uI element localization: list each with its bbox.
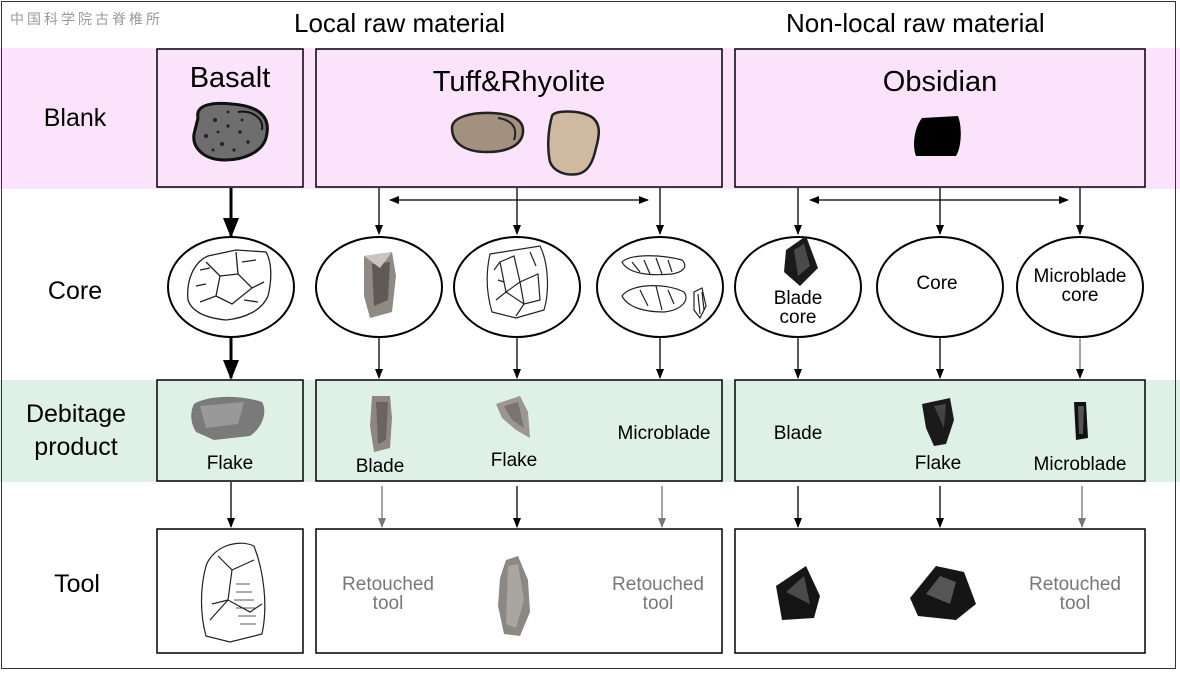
basalt-blank-box <box>156 48 304 188</box>
tuff-flake-core-drawing-icon <box>486 245 549 319</box>
nonlocal-raw-material-header: Non-local raw material <box>786 8 1045 38</box>
tool-label-tuff-retouched-2: Retouched tool <box>612 574 704 614</box>
tuff-pebble-icon <box>450 111 525 154</box>
debitage-label-tuff-blade: Blade <box>355 456 405 477</box>
basalt-flake-photo-icon <box>191 396 265 440</box>
core-ellipse-tuff-microblade <box>596 236 724 338</box>
material-title-tuff-rhyolite: Tuff&Rhyolite <box>432 66 606 98</box>
row-label-core: Core <box>47 277 103 305</box>
basalt-tool-drawing-icon <box>200 542 266 643</box>
core-label-core: Core <box>916 273 958 294</box>
tuff-blank-box <box>315 48 723 188</box>
obsidian-blade-core-photo-icon <box>784 236 818 286</box>
debitage-label-obs-flake: Flake <box>914 453 962 474</box>
row-label-blank: Blank <box>43 104 107 132</box>
basalt-core-drawing-icon <box>187 249 272 321</box>
core-label-microblade-core: Microblade core <box>1033 266 1127 306</box>
row-label-debitage: Debitage product <box>25 400 127 461</box>
core-ellipse-obs-blade <box>734 236 862 338</box>
tool-label-tuff-retouched-1: Retouched tool <box>342 574 434 614</box>
obsidian-tool-photo-1-icon <box>776 566 820 620</box>
debitage-label-tuff-flake: Flake <box>490 450 538 471</box>
debitage-label-obs-blade: Blade <box>773 423 823 444</box>
obsidian-tool-photo-2-icon <box>910 566 976 620</box>
watermark-text: 中国科学院古脊椎所 <box>10 12 163 28</box>
rhyolite-block-icon <box>547 110 601 176</box>
debitage-label-tuff-microblade: Microblade <box>617 423 711 444</box>
core-ellipse-tuff-flake <box>453 236 581 338</box>
tuff-blade-core-photo-icon <box>364 252 396 318</box>
core-ellipse-obs-core <box>876 236 1004 338</box>
material-title-basalt: Basalt <box>189 62 271 94</box>
core-ellipse-obs-microblade <box>1016 236 1144 338</box>
material-title-obsidian: Obsidian <box>882 66 998 98</box>
tuff-tool-photo-icon <box>498 556 530 636</box>
debitage-label-basalt-flake: Flake <box>206 453 254 474</box>
tool-label-obs-retouched: Retouched tool <box>1029 574 1121 614</box>
obsidian-flake-photo-icon <box>922 398 954 446</box>
debitage-label-obs-microblade: Microblade <box>1033 454 1127 475</box>
basalt-pebble-icon <box>192 101 269 162</box>
core-label-blade-core: Blade core <box>773 288 823 328</box>
tuff-flake-photo-icon <box>496 396 530 438</box>
basalt-tool-box <box>156 528 304 654</box>
tuff-blade-photo-icon <box>370 396 392 452</box>
row-label-tool: Tool <box>54 570 100 598</box>
core-ellipse-basalt <box>167 236 295 338</box>
tuff-microblade-core-drawing-icon <box>621 255 707 320</box>
local-raw-material-header: Local raw material <box>294 8 505 38</box>
obsidian-nodule-icon <box>914 116 961 156</box>
obsidian-microblade-photo-icon <box>1074 402 1088 440</box>
